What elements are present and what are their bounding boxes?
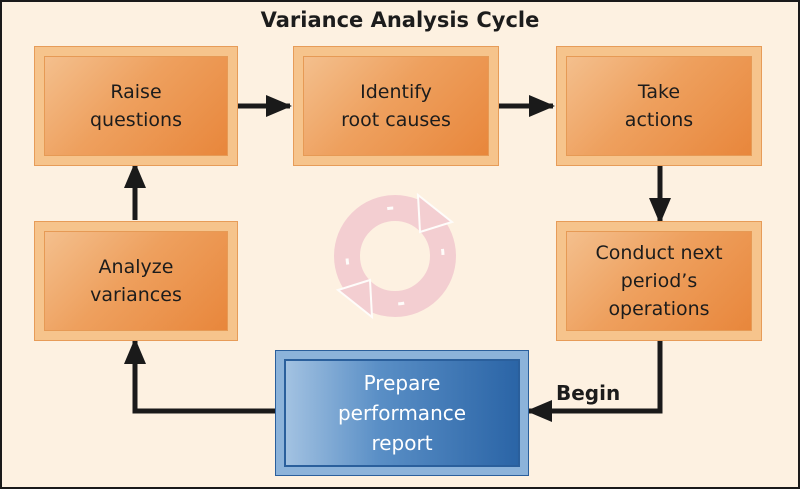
node-prepare-performance-report: Prepare performance report — [276, 351, 528, 475]
diagram-title: Variance Analysis Cycle — [260, 8, 540, 32]
node-analyze-line-2: variances — [90, 284, 182, 306]
node-raise-questions-line-2: questions — [90, 109, 182, 131]
node-conduct-line-2: period’s — [620, 270, 698, 292]
arrow-prepare-to-analyze — [124, 338, 276, 414]
node-take-actions: Take actions — [557, 47, 761, 165]
cycle-icon — [334, 192, 456, 320]
node-conduct-line-1: Conduct next — [595, 242, 723, 264]
arrow-conduct-to-prepare — [526, 340, 663, 422]
node-take-actions-line-1: Take — [637, 81, 681, 103]
node-identify-root-causes: Identify root causes — [294, 47, 498, 165]
node-analyze-variances: Analyze variances — [35, 222, 237, 340]
begin-label: Begin — [556, 381, 621, 405]
node-prepare-line-1: Prepare — [363, 371, 441, 395]
node-conduct-next-period: Conduct next period’s operations — [557, 222, 761, 340]
node-conduct-line-3: operations — [608, 298, 710, 320]
node-analyze-line-1: Analyze — [98, 256, 174, 278]
node-identify-line-1: Identify — [360, 81, 432, 103]
node-prepare-line-2: performance — [337, 401, 467, 425]
node-identify-line-2: root causes — [341, 109, 451, 131]
node-take-actions-line-2: actions — [624, 109, 694, 131]
node-raise-questions-line-1: Raise — [110, 81, 162, 103]
node-raise-questions: Raise questions — [35, 47, 237, 165]
node-prepare-line-3: report — [371, 431, 433, 455]
